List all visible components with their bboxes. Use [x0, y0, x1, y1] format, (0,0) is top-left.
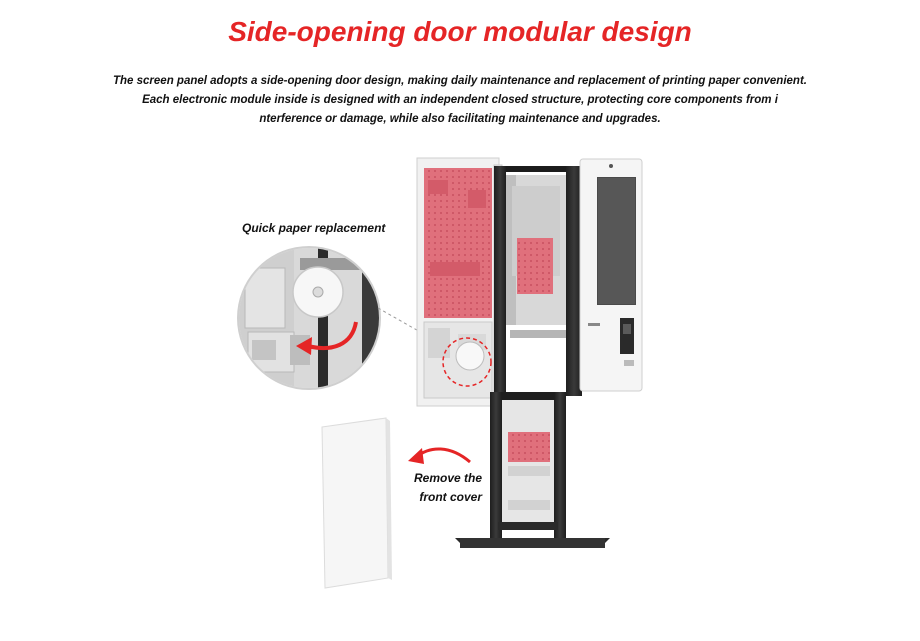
dashed-connector [377, 307, 453, 351]
remove-cover-label: Remove the front cover [414, 469, 482, 507]
page-title: Side-opening door modular design [228, 16, 692, 47]
description-line-2: Each electronic module inside is designe… [142, 94, 778, 106]
description-line-3: nterference or damage, while also facili… [259, 113, 661, 125]
paper-closeup [237, 246, 381, 390]
screen-panel [579, 158, 643, 392]
remove-cover-line-1: Remove the [414, 471, 483, 485]
description: The screen panel adopts a side-opening d… [60, 72, 860, 129]
front-cover [321, 417, 392, 589]
remove-cover-line-2: front cover [419, 490, 483, 504]
remove-arrow-icon [408, 447, 471, 464]
open-side-door [416, 157, 503, 407]
paper-replacement-label: Quick paper replacement [242, 221, 386, 235]
description-line-1: The screen panel adopts a side-opening d… [113, 75, 807, 87]
kiosk-frame [455, 166, 610, 548]
